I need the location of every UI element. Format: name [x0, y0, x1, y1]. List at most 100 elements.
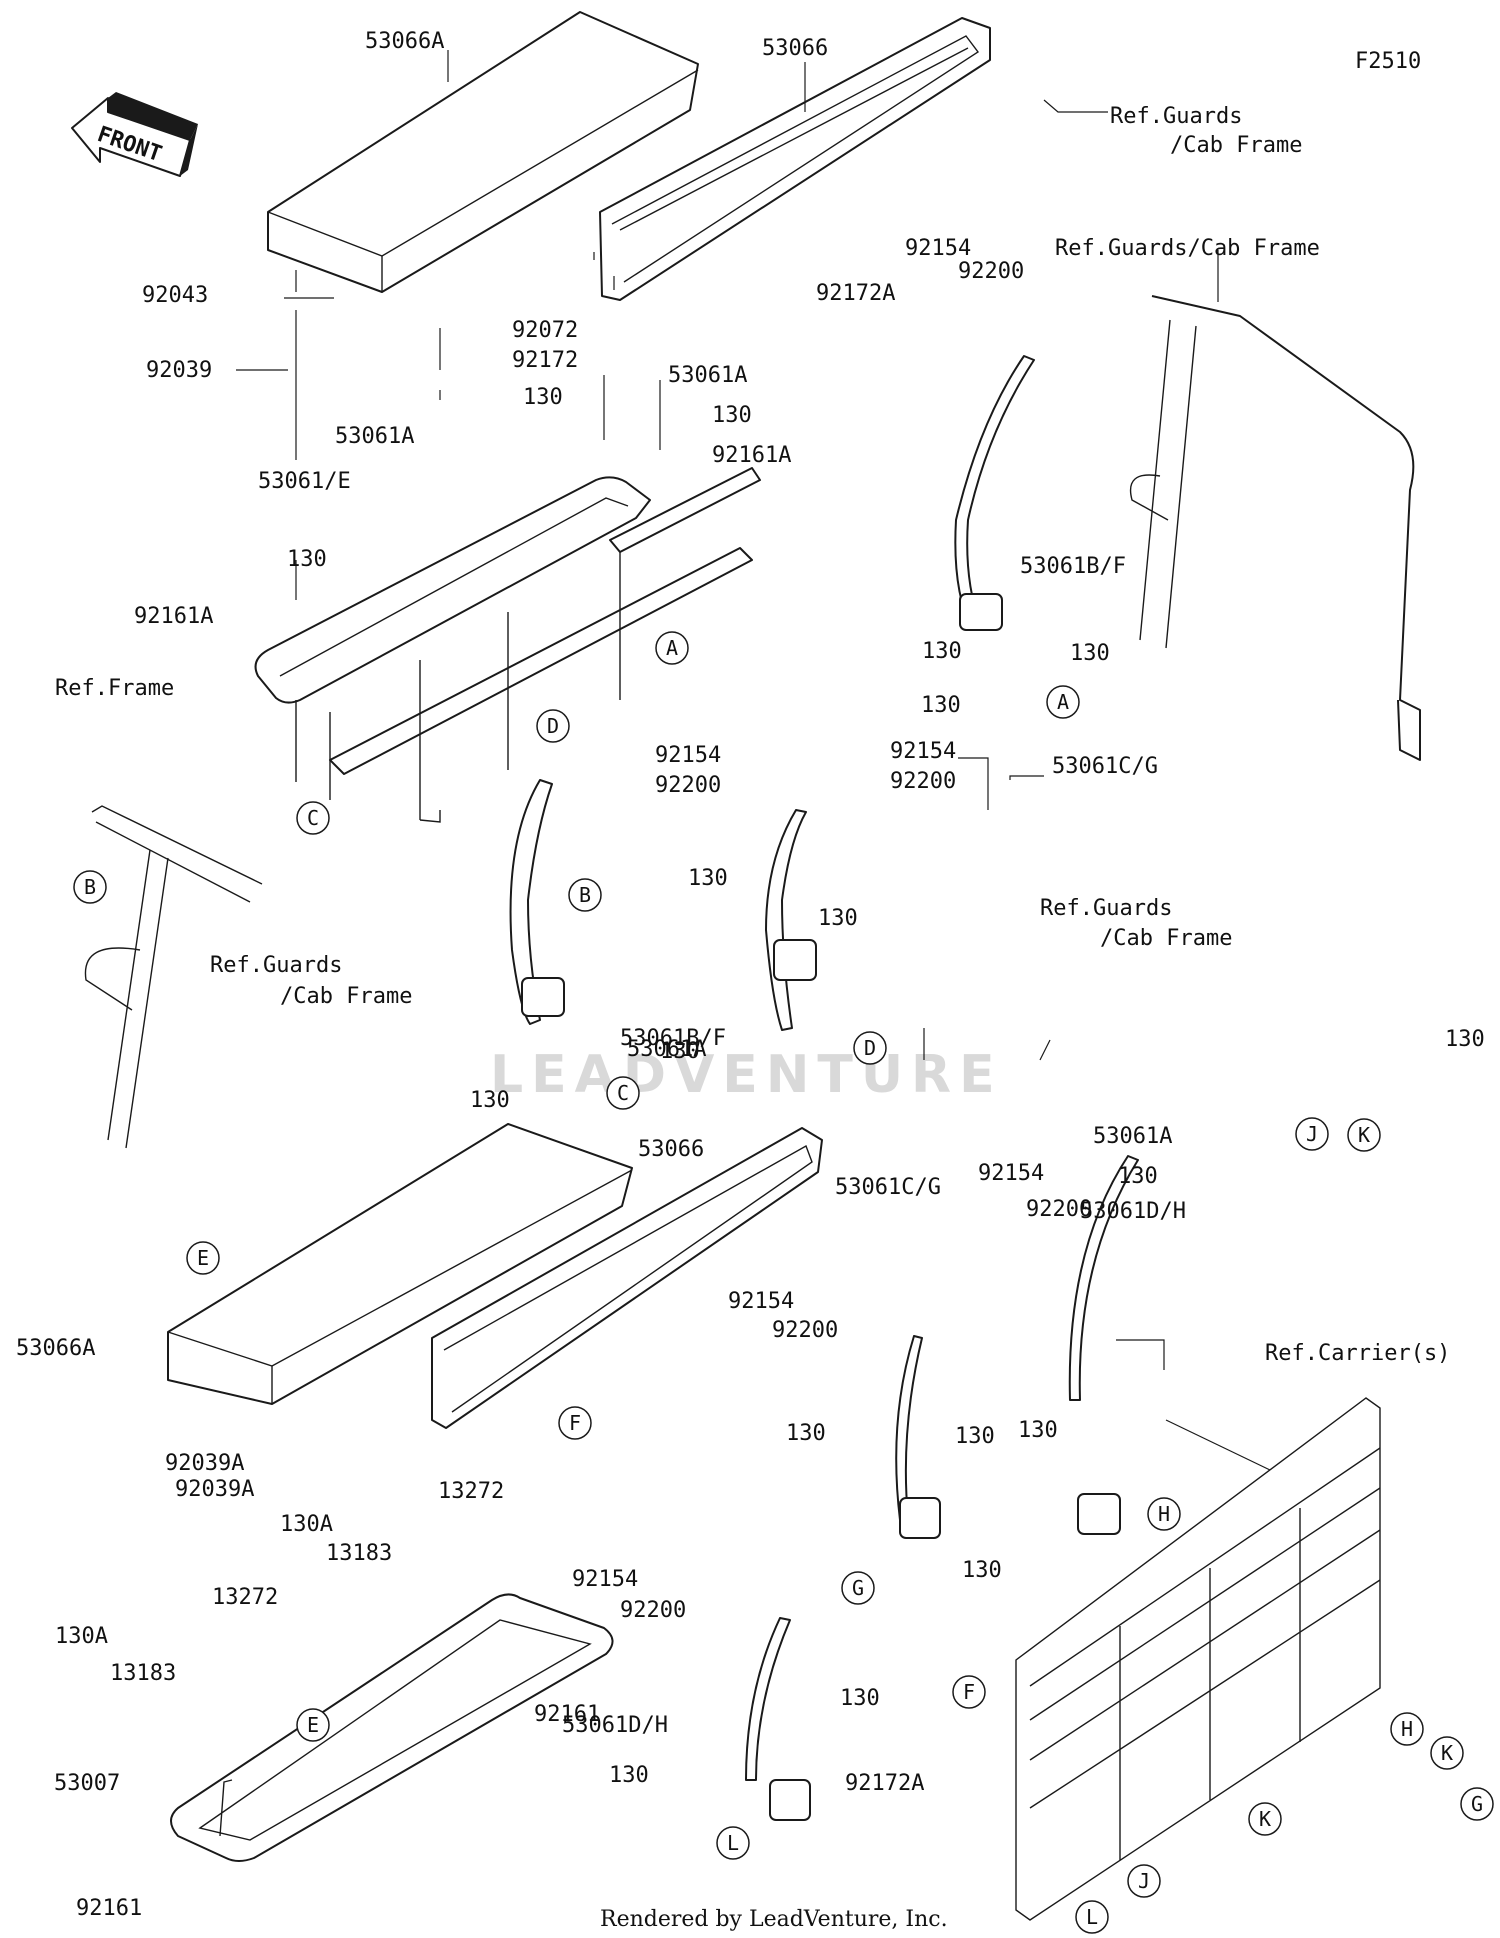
svg-text:D: D: [864, 1036, 876, 1060]
label-13183: 13183: [110, 1661, 176, 1686]
ref-marker-a: A: [1046, 685, 1080, 719]
ref-marker-k: K: [1248, 1802, 1282, 1836]
svg-text:H: H: [1401, 1717, 1413, 1741]
label-13183: 13183: [326, 1541, 392, 1566]
label-130: 130: [470, 1088, 510, 1113]
svg-text:K: K: [1441, 1741, 1453, 1765]
label-92172A: 92172A: [816, 281, 895, 306]
leader-lines: [236, 50, 1271, 1471]
label-92161: 92161: [534, 1702, 600, 1727]
label-53066A: 53066A: [365, 29, 444, 54]
label-130A: 130A: [280, 1512, 333, 1537]
label-92154: 92154: [572, 1567, 638, 1592]
ref-marker-k: K: [1430, 1736, 1464, 1770]
seat-cushion-upper: [267, 11, 699, 293]
label-92039A: 92039A: [175, 1477, 254, 1502]
ref-marker-e: E: [186, 1241, 220, 1275]
callouts: 53066A 53066 Ref.Guards /Cab Frame Ref.G…: [16, 29, 1485, 1921]
label-92172A: 92172A: [845, 1771, 924, 1796]
ref-marker-j: J: [1295, 1117, 1329, 1151]
svg-text:K: K: [1358, 1123, 1370, 1147]
ref-marker-a: A: [655, 631, 689, 665]
svg-text:K: K: [1259, 1807, 1271, 1831]
svg-text:L: L: [727, 1831, 739, 1855]
ref-marker-h: H: [1147, 1497, 1181, 1531]
label-53061D-H: 53061D/H: [1080, 1199, 1186, 1224]
label-53066: 53066: [638, 1137, 704, 1162]
label-130: 130: [688, 866, 728, 891]
footer-credit: Rendered by LeadVenture, Inc.: [600, 1907, 948, 1932]
label-92200: 92200: [655, 773, 721, 798]
svg-text:G: G: [1471, 1792, 1483, 1816]
ref-marker-f: F: [952, 1675, 986, 1709]
label-92154: 92154: [905, 236, 971, 261]
label-130: 130: [922, 639, 962, 664]
label-92039: 92039: [146, 358, 212, 383]
label-130: 130: [955, 1424, 995, 1449]
label-ref-guards: Ref.Guards: [1040, 896, 1172, 921]
label-130: 130: [609, 1763, 649, 1788]
front-arrow-icon: FRONT: [71, 92, 198, 177]
ref-marker-d: D: [536, 709, 570, 743]
label-53061A: 53061A: [668, 363, 747, 388]
label-ref-carriers: Ref.Carrier(s): [1265, 1341, 1450, 1366]
label-130: 130: [660, 1039, 700, 1064]
label-130: 130: [287, 547, 327, 572]
svg-text:C: C: [307, 806, 319, 830]
label-92200: 92200: [772, 1318, 838, 1343]
svg-text:E: E: [197, 1246, 209, 1270]
svg-text:F: F: [963, 1680, 975, 1704]
seatbelt-lower-cg: [895, 1335, 941, 1539]
svg-text:A: A: [666, 636, 678, 660]
label-53061-E: 53061/E: [258, 469, 351, 494]
seat-back-upper: [599, 17, 991, 301]
label-ref-guards: Ref.Guards: [210, 953, 342, 978]
seat-frame-lower: [170, 1593, 614, 1862]
label-ref-guards-cab-frame: Ref.Guards/Cab Frame: [1055, 236, 1320, 261]
label-cab-frame: /Cab Frame: [1170, 133, 1302, 158]
label-53061A: 53061A: [335, 424, 414, 449]
label-53061C-G: 53061C/G: [1052, 754, 1158, 779]
label-130: 130: [840, 1686, 880, 1711]
label-cab-frame: /Cab Frame: [1100, 926, 1232, 951]
svg-text:C: C: [617, 1081, 629, 1105]
seatbelt-lower-dh-upper: [1068, 1155, 1139, 1535]
svg-text:H: H: [1158, 1502, 1170, 1526]
label-53007: 53007: [54, 1771, 120, 1796]
label-92154: 92154: [655, 743, 721, 768]
ref-marker-h: H: [1390, 1712, 1424, 1746]
label-13272: 13272: [212, 1585, 278, 1610]
ref-marker-g: G: [841, 1571, 875, 1605]
label-ref-guards: Ref.Guards: [1110, 104, 1242, 129]
ref-marker-k: K: [1347, 1118, 1381, 1152]
figure-code: F2510: [1355, 49, 1421, 74]
label-92043: 92043: [142, 283, 208, 308]
label-130: 130: [1118, 1164, 1158, 1189]
label-130: 130: [1070, 641, 1110, 666]
cab-frame-left: [84, 805, 263, 1149]
label-13272: 13272: [438, 1479, 504, 1504]
ref-marker-l: L: [1075, 1900, 1109, 1934]
ref-marker-e: E: [296, 1708, 330, 1742]
label-130A: 130A: [55, 1624, 108, 1649]
label-53066: 53066: [762, 36, 828, 61]
label-130: 130: [962, 1558, 1002, 1583]
label-53061A: 53061A: [627, 1037, 706, 1062]
ref-marker-f: F: [558, 1406, 592, 1440]
label-53061B-F: 53061B/F: [1020, 554, 1126, 579]
label-92072: 92072: [512, 318, 578, 343]
svg-text:A: A: [1057, 690, 1069, 714]
frame-upper: [254, 467, 761, 823]
label-92039A: 92039A: [165, 1451, 244, 1476]
reference-markers: A A D C B B D C J K E F H G E F H K G K …: [73, 631, 1494, 1934]
label-53066A: 53066A: [16, 1336, 95, 1361]
seat-cushion-lower: [167, 1123, 633, 1405]
ref-marker-d: D: [853, 1031, 887, 1065]
label-130: 130: [921, 693, 961, 718]
label-130: 130: [818, 906, 858, 931]
label-53061D-H: 53061D/H: [562, 1713, 668, 1738]
label-53061A: 53061A: [1093, 1124, 1172, 1149]
ref-marker-g: G: [1460, 1787, 1494, 1821]
label-53061B-F: 53061B/F: [620, 1026, 726, 1051]
